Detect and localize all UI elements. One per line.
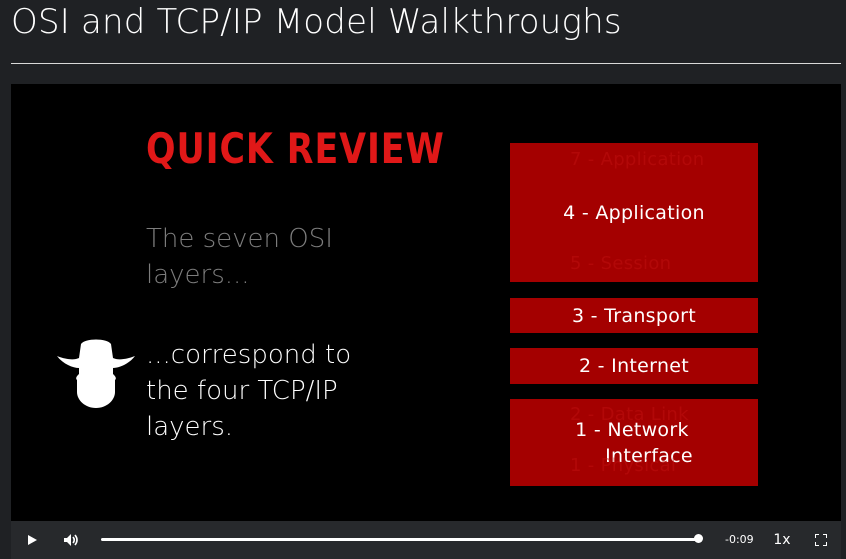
video-frame[interactable]: QUICK REVIEW The seven OSI layers... ...… bbox=[11, 84, 841, 521]
tcp-layer-application: 7 - Application 4 - Application 5 - Sess… bbox=[510, 143, 758, 282]
play-button[interactable] bbox=[19, 521, 45, 559]
page-title: OSI and TCP/IP Model Walkthroughs bbox=[11, 2, 622, 42]
tcp-layer-network-interface-line1: 1 - Network bbox=[575, 418, 689, 441]
osi-ghost-label-session: 5 - Session bbox=[570, 253, 672, 274]
fullscreen-button[interactable] bbox=[811, 521, 831, 559]
playback-speed-button[interactable]: 1x bbox=[773, 532, 791, 548]
spy-hat-icon bbox=[57, 339, 135, 408]
tcp-layer-transport: 3 - Transport bbox=[510, 298, 758, 333]
title-divider bbox=[11, 63, 841, 64]
tcp-layer-internet: 2 - Internet bbox=[510, 348, 758, 384]
time-remaining: -0:09 bbox=[725, 533, 754, 546]
volume-button[interactable] bbox=[58, 521, 84, 559]
play-icon bbox=[28, 535, 37, 545]
tcp-layer-internet-label: 2 - Internet bbox=[578, 355, 690, 377]
slide-text-tcpip: ...correspond to the four TCP/IP layers. bbox=[146, 340, 352, 442]
fullscreen-icon bbox=[815, 534, 827, 546]
osi-ghost-label-top: 7 - Application bbox=[570, 149, 705, 170]
tcp-layer-network-interface-label: 1 - Network Interface bbox=[575, 417, 693, 469]
tcp-layer-application-label: 4 - Application bbox=[563, 201, 705, 224]
progress-scrubber-handle[interactable] bbox=[694, 534, 703, 543]
osi-ghost-label-data-link: 2 - Data Link bbox=[570, 404, 689, 425]
tcp-layer-network-interface: 2 - Data Link 1 - Network Interface 1 - … bbox=[510, 399, 758, 486]
video-player[interactable]: QUICK REVIEW The seven OSI layers... ...… bbox=[11, 84, 841, 559]
volume-icon bbox=[64, 534, 78, 546]
tcp-layer-network-interface-line2: Interface bbox=[605, 444, 693, 467]
tcp-layer-transport-label: 3 - Transport bbox=[571, 304, 697, 327]
slide-text-osi: The seven OSI layers... bbox=[146, 224, 333, 290]
player-controls: -0:09 1x bbox=[11, 521, 841, 559]
osi-ghost-label-physical: 1 - Physical bbox=[570, 455, 677, 476]
slide-heading: QUICK REVIEW bbox=[146, 124, 445, 173]
progress-bar[interactable] bbox=[101, 538, 699, 541]
